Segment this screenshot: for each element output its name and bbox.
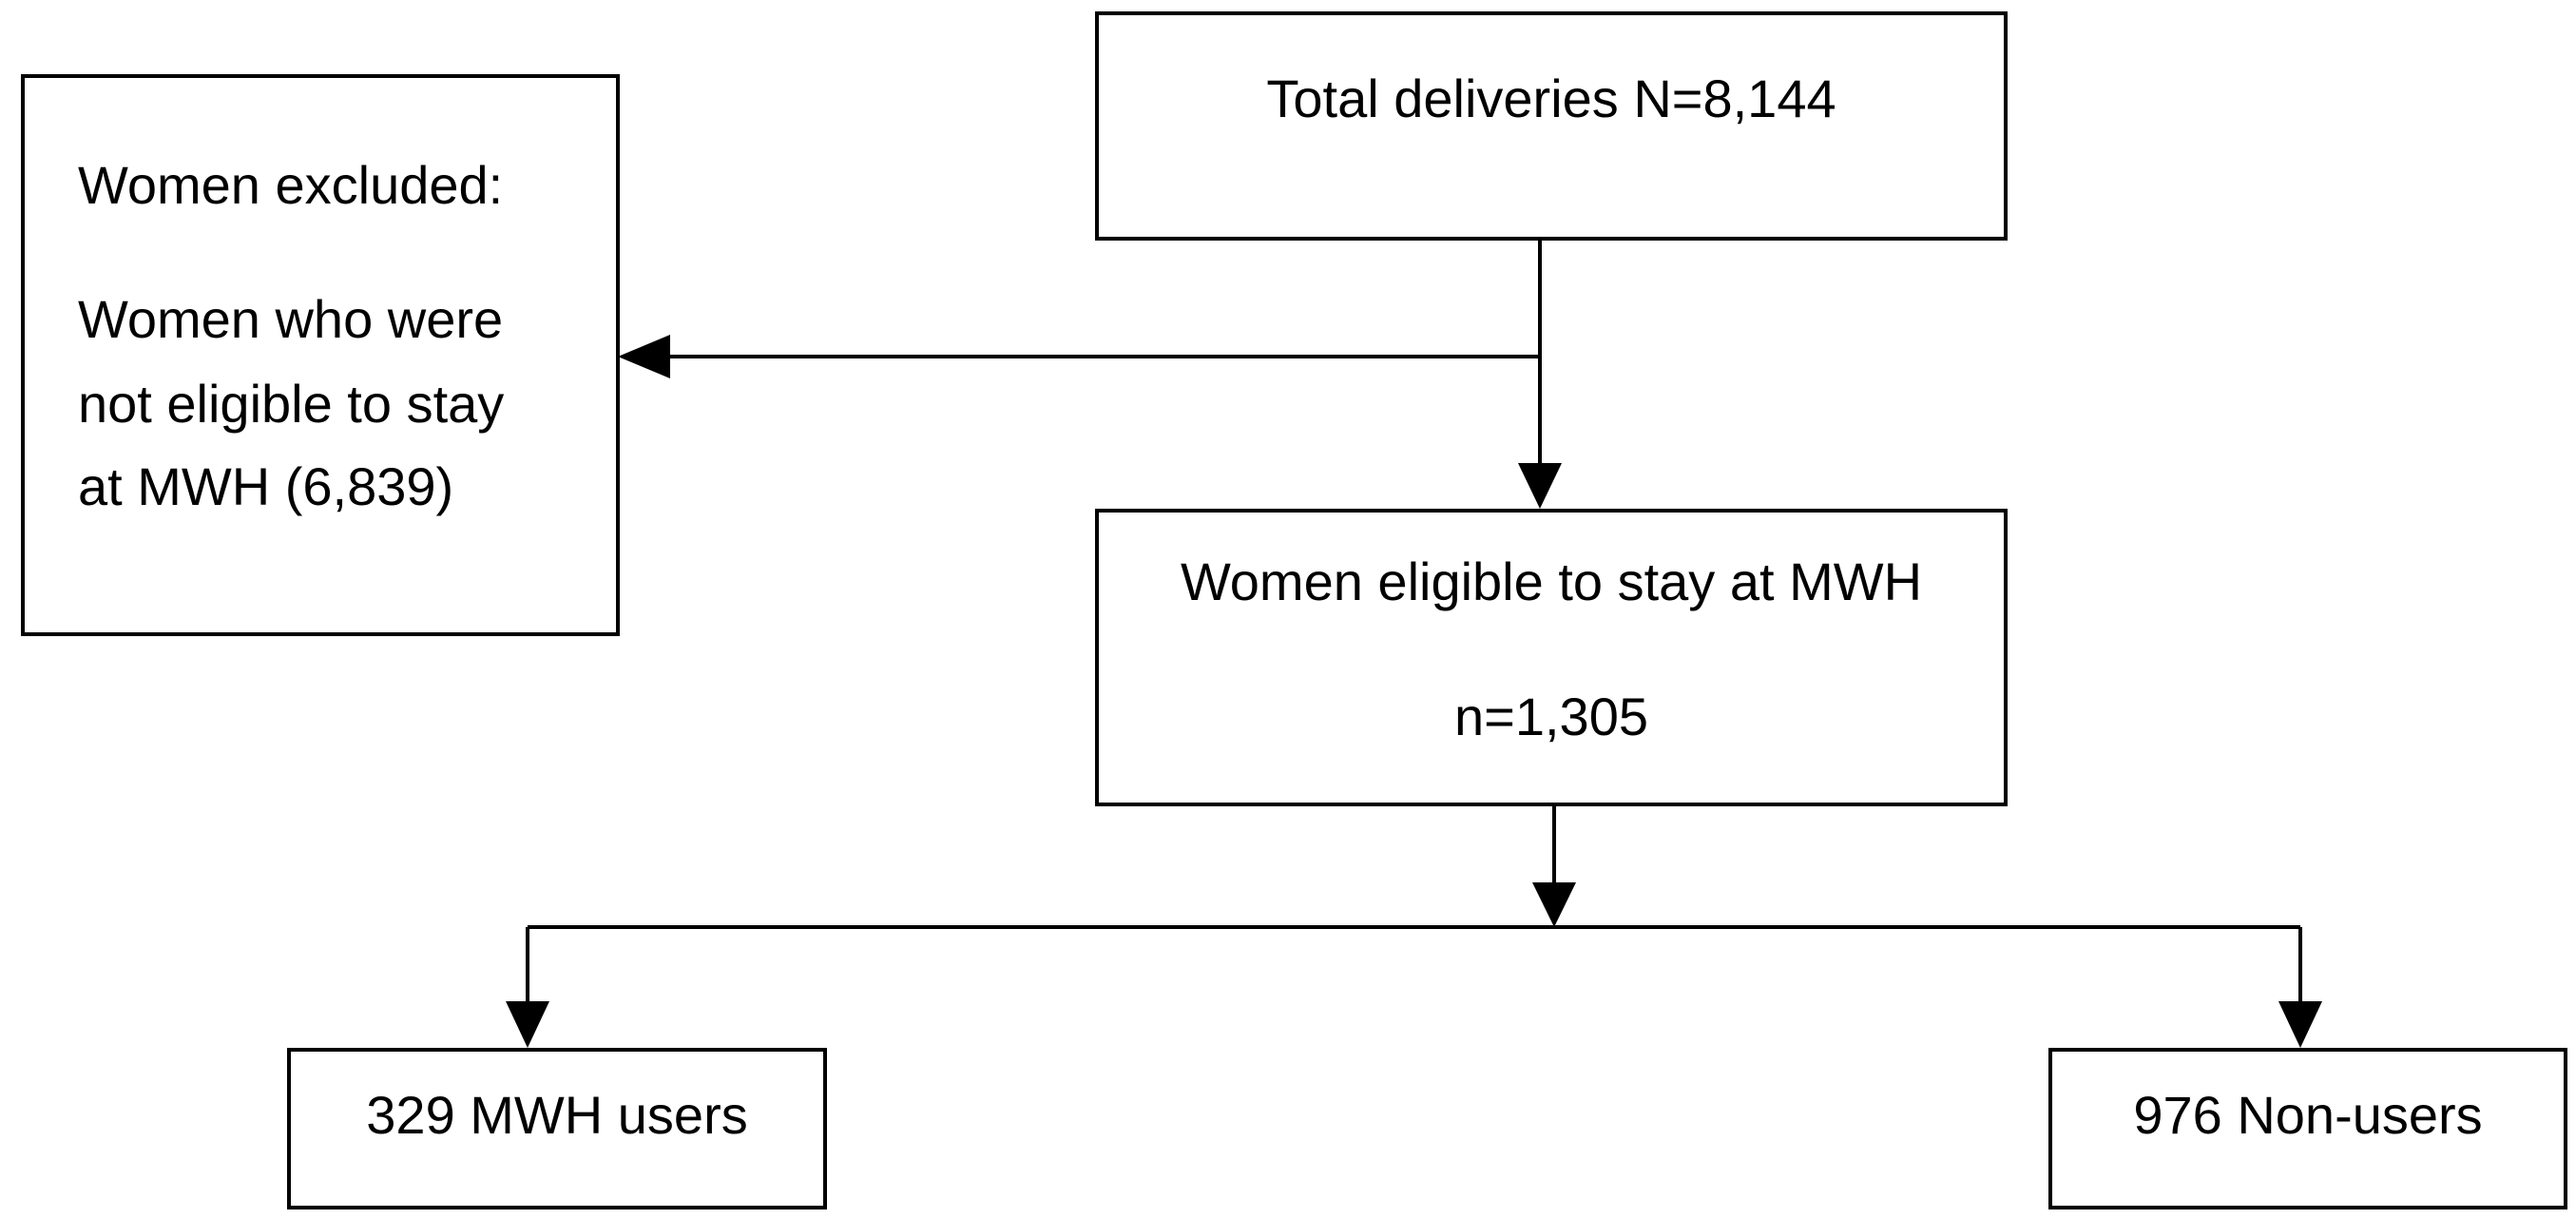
total-deliveries-label: Total deliveries N=8,144 <box>1266 68 1836 128</box>
arrowhead-to-excluded <box>618 335 670 378</box>
arrowhead-to-nonusers <box>2278 1001 2322 1048</box>
eligible-count: n=1,305 <box>1454 687 1648 746</box>
excluded-line-1: Women who were <box>78 289 504 349</box>
mwh-users-box <box>287 1048 827 1209</box>
eligible-box <box>1095 509 2008 806</box>
non-users-label: 976 Non-users <box>2133 1085 2483 1145</box>
total-deliveries-box <box>1095 11 2008 241</box>
excluded-box <box>21 74 620 636</box>
non-users-box <box>2048 1048 2567 1209</box>
excluded-line-3: at MWH (6,839) <box>78 456 454 516</box>
arrowhead-to-users <box>506 1001 549 1048</box>
excluded-heading: Women excluded: <box>78 155 504 215</box>
mwh-users-label: 329 MWH users <box>366 1085 748 1145</box>
excluded-line-2: not eligible to stay <box>78 374 505 434</box>
eligible-label: Women eligible to stay at MWH <box>1180 551 1923 611</box>
arrowhead-to-split <box>1532 882 1576 927</box>
arrowhead-to-eligible <box>1518 463 1562 509</box>
